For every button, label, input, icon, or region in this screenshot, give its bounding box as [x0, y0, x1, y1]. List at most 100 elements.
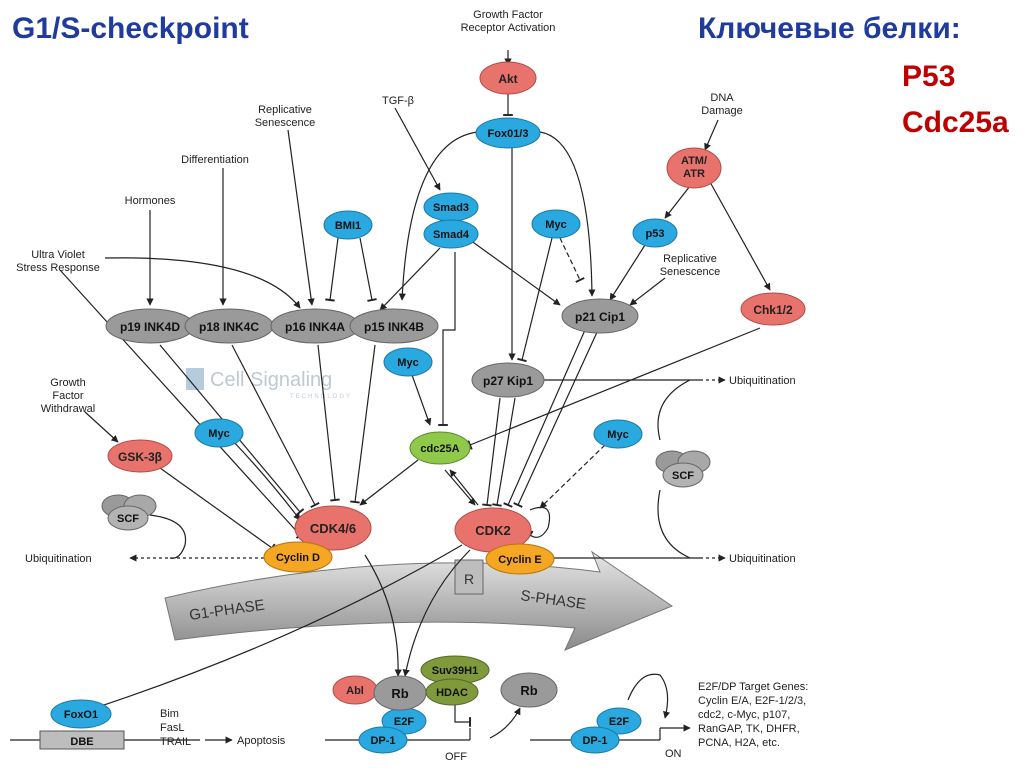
restriction-point-label: R	[464, 571, 474, 587]
svg-text:SCF: SCF	[117, 513, 139, 525]
svg-text:cdc25A: cdc25A	[420, 443, 459, 455]
stimulus-growth-factor-1: Growth Factor	[473, 9, 543, 21]
svg-text:DP-1: DP-1	[582, 735, 607, 747]
svg-text:Smad4: Smad4	[433, 229, 470, 241]
node-dbe: DBE	[39, 730, 125, 750]
node-akt: Akt	[479, 61, 537, 95]
svg-text:p27 Kip1: p27 Kip1	[483, 374, 533, 388]
ubiquitination-right: Ubiquitination	[729, 553, 796, 565]
svg-text:p19 INK4D: p19 INK4D	[120, 320, 180, 334]
node-dp1-2: DP-1	[570, 726, 620, 754]
svg-text:Abl: Abl	[346, 685, 364, 697]
on-label: ON	[665, 748, 682, 760]
watermark-sub: TECHNOLOGY	[290, 394, 352, 400]
svg-text:p21 Cip1: p21 Cip1	[575, 310, 625, 324]
node-myc-left: Myc	[194, 418, 244, 448]
svg-text:Suv39H1: Suv39H1	[432, 665, 478, 677]
svg-text:Fox01/3: Fox01/3	[488, 128, 529, 140]
cell-signaling-watermark: Cell Signaling TECHNOLOGY	[186, 368, 352, 400]
node-p18: p18 INK4C	[184, 308, 274, 344]
node-e2f: E2F	[381, 707, 427, 735]
pathway-connectors	[10, 50, 771, 744]
pathway-labels: Ubiquitination Ubiquitination Ubiquitina…	[25, 375, 808, 763]
svg-text:E2F: E2F	[394, 716, 414, 728]
svg-text:E2F: E2F	[609, 716, 629, 728]
node-gsk3b: GSK-3β	[107, 439, 173, 473]
svg-text:Myc: Myc	[208, 428, 229, 440]
svg-text:p16 INK4A: p16 INK4A	[285, 320, 345, 334]
svg-text:p15 INK4B: p15 INK4B	[364, 320, 424, 334]
svg-text:GSK-3β: GSK-3β	[118, 450, 162, 464]
node-p53: p53	[632, 218, 678, 248]
ubiquitination-left: Ubiquitination	[25, 553, 92, 565]
stimulus-repl-senescence-right-1: Replicative	[663, 253, 717, 265]
stimulus-gf-withdrawal-2: Factor	[52, 390, 84, 402]
node-cdc25a: cdc25A	[409, 431, 471, 465]
node-p19: p19 INK4D	[105, 308, 195, 344]
svg-text:FoxO1: FoxO1	[64, 709, 98, 721]
stimulus-repl-senescence-right-2: Senescence	[660, 266, 721, 278]
node-atm-atr: ATM/ ATR	[666, 147, 722, 189]
svg-text:ATR: ATR	[683, 168, 705, 180]
node-rb-free: Rb	[500, 672, 558, 708]
node-scf-right: SCF	[655, 450, 711, 488]
stimulus-repl-senescence-left-2: Senescence	[255, 117, 316, 129]
node-suv39h1: Suv39H1	[420, 655, 490, 685]
svg-text:DBE: DBE	[70, 736, 93, 748]
node-abl: Abl	[332, 675, 378, 705]
node-p16: p16 INK4A	[270, 308, 360, 344]
stimulus-labels: Growth Factor Receptor Activation TGF-β …	[16, 9, 743, 415]
apoptosis-gene-fasl: FasL	[160, 722, 184, 734]
target-genes-1: E2F/DP Target Genes:	[698, 681, 808, 693]
node-cdk2: CDK2	[454, 507, 532, 553]
watermark-brand: Cell Signaling	[210, 369, 332, 391]
pathway-nodes: Akt ATM/ ATR Chk1/2 GSK-3β CDK4/6 CDK2 A…	[39, 61, 806, 754]
svg-text:p53: p53	[646, 228, 665, 240]
node-p27: p27 Kip1	[471, 362, 545, 398]
svg-text:Rb: Rb	[520, 683, 537, 698]
stimulus-dna-damage-2: Damage	[701, 105, 743, 117]
stimulus-gf-withdrawal-3: Withdrawal	[41, 403, 95, 415]
node-smad4: Smad4	[423, 219, 479, 249]
svg-text:Myc: Myc	[607, 429, 628, 441]
svg-text:Smad3: Smad3	[433, 202, 469, 214]
node-foxo1: FoxO1	[50, 699, 112, 729]
node-scf-left: SCF	[101, 494, 157, 531]
svg-text:CDK2: CDK2	[475, 523, 510, 538]
node-chk12: Chk1/2	[740, 292, 806, 326]
stimulus-repl-senescence-left-1: Replicative	[258, 104, 312, 116]
node-myc-mid: Myc	[383, 347, 433, 377]
key-protein-p53: P53	[902, 60, 956, 93]
target-genes-5: PCNA, H2A, etc.	[698, 737, 780, 749]
node-p15: p15 INK4B	[349, 308, 439, 344]
node-rb: Rb	[373, 675, 427, 711]
node-myc-right: Myc	[593, 419, 643, 449]
node-e2f-2: E2F	[596, 707, 642, 735]
svg-text:ATM/: ATM/	[681, 155, 707, 167]
node-cyclin-e: Cyclin E	[485, 543, 555, 575]
ubiquitination-top: Ubiquitination	[729, 375, 796, 387]
svg-text:Myc: Myc	[545, 219, 566, 231]
node-cyclin-d: Cyclin D	[263, 541, 333, 573]
apoptosis-gene-trail: TRAIL	[160, 736, 191, 748]
stimulus-differentiation: Differentiation	[181, 154, 249, 166]
key-proteins-heading: Ключевые белки:	[698, 12, 961, 45]
svg-text:SCF: SCF	[672, 470, 694, 482]
svg-text:Chk1/2: Chk1/2	[753, 303, 793, 317]
svg-text:p18 INK4C: p18 INK4C	[199, 320, 259, 334]
node-myc-top: Myc	[531, 209, 581, 239]
stimulus-gf-withdrawal-1: Growth	[50, 377, 85, 389]
target-genes-3: cdc2, c-Myc, p107,	[698, 709, 790, 721]
stimulus-uv-2: Stress Response	[16, 262, 100, 274]
stimulus-dna-damage-1: DNA	[710, 92, 734, 104]
off-label: OFF	[445, 751, 467, 763]
node-p21: p21 Cip1	[561, 298, 639, 334]
node-smad3: Smad3	[423, 192, 479, 222]
apoptosis-gene-bim: Bim	[160, 708, 179, 720]
node-foxo13: Fox01/3	[475, 117, 541, 149]
target-genes-2: Cyclin E/A, E2F-1/2/3,	[698, 695, 806, 707]
svg-text:Akt: Akt	[498, 72, 517, 86]
svg-text:Rb: Rb	[391, 686, 408, 701]
node-bmi1: BMI1	[323, 210, 373, 240]
